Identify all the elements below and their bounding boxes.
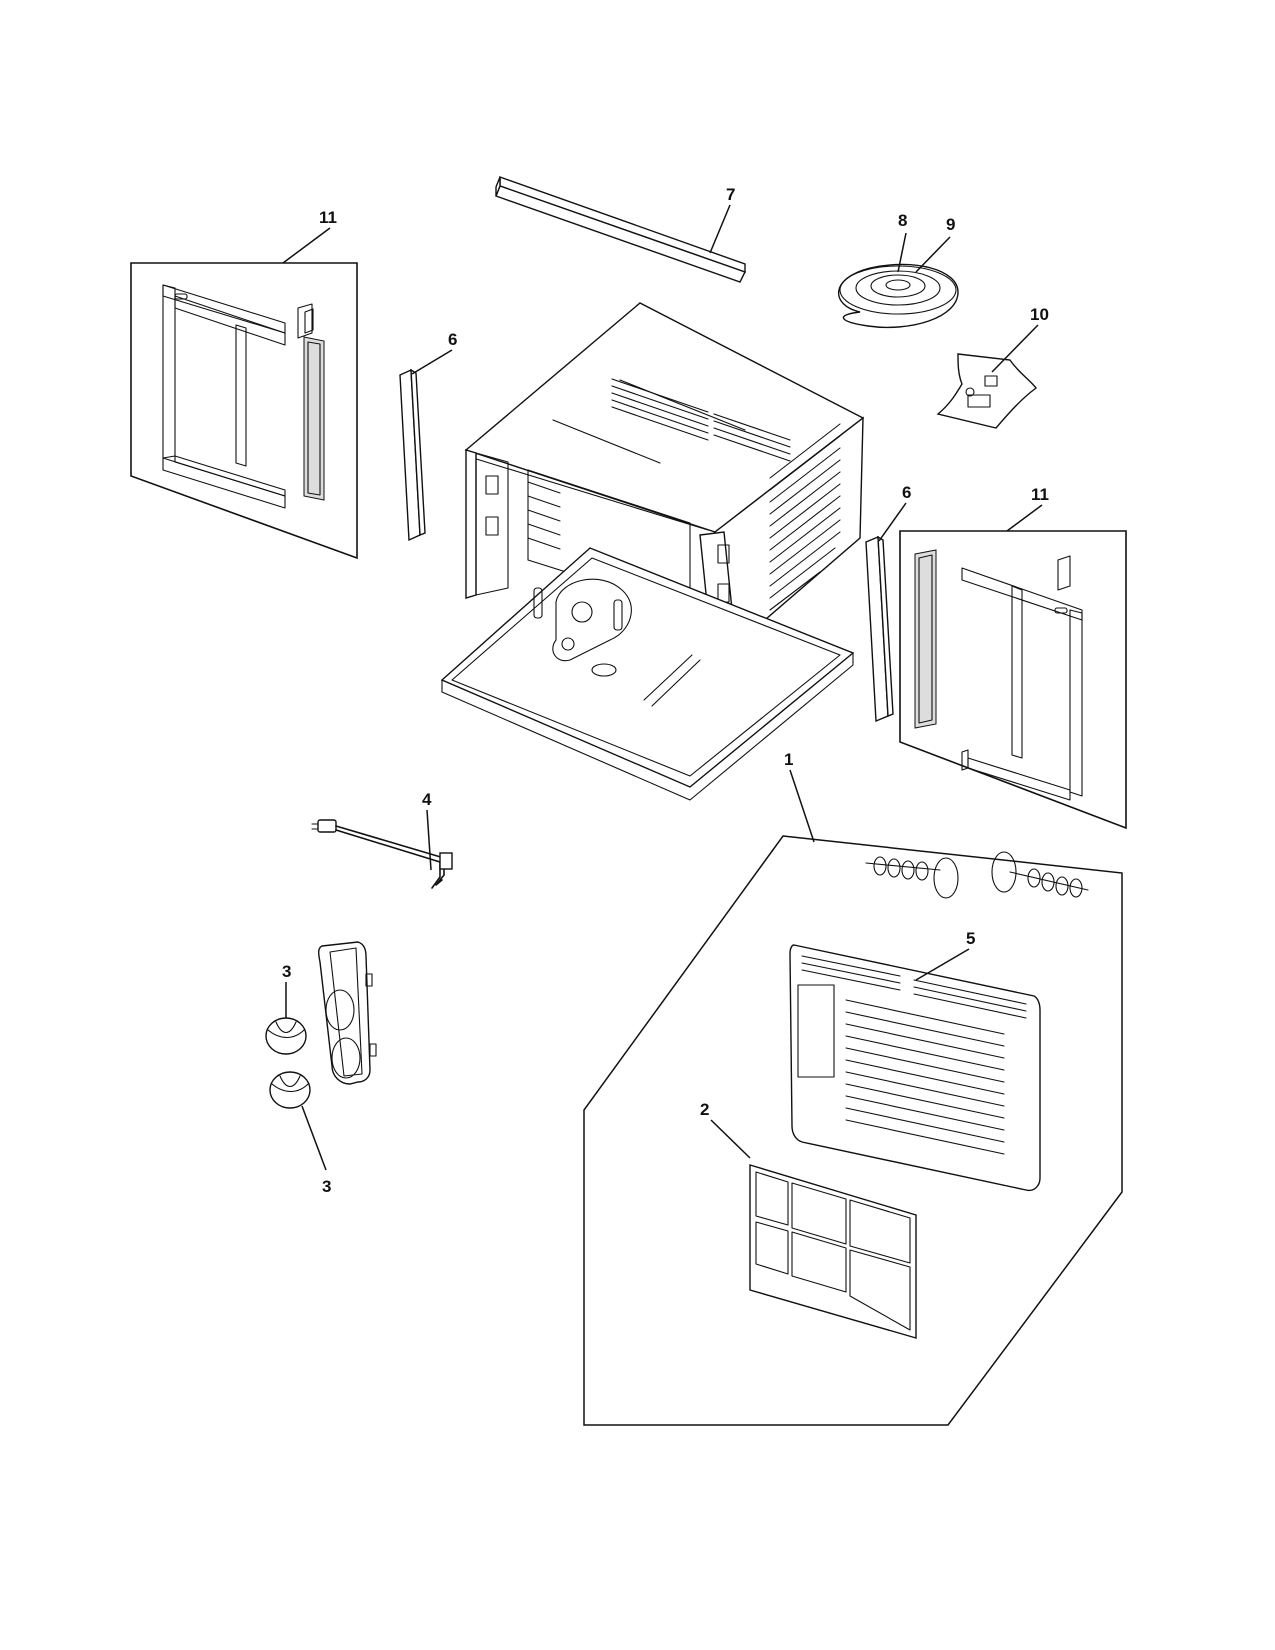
callout-labels: 11 6 7 8 9 10 6 11 1 4 5 2 3 3 [282,185,1049,1196]
part-6-right-side-strip [865,535,894,723]
callout-1: 1 [784,750,793,769]
part-11-left-window-kit [130,262,358,560]
part-6-left-side-strip [399,368,426,542]
part-10-hardware-bag [936,353,1037,429]
callout-8: 8 [898,211,907,230]
callout-3-top: 3 [282,962,291,981]
callout-5: 5 [966,929,975,948]
callout-6-right: 6 [902,483,911,502]
callout-6-left: 6 [448,330,457,349]
cabinet-housing [440,302,865,801]
part-11-right-window-kit [899,530,1127,830]
callout-7: 7 [726,185,735,204]
part-7-top-rail [495,176,746,283]
leader-lines [282,204,1043,1171]
callout-11-left: 11 [319,208,337,227]
callout-3-bottom: 3 [322,1177,331,1196]
callout-9: 9 [946,215,955,234]
callout-2: 2 [700,1100,709,1119]
callout-4: 4 [422,790,432,809]
part-4-power-cord [311,819,453,889]
callout-10: 10 [1030,305,1049,324]
part-8-9-foam-seal-roll [838,263,959,329]
part-1-front-panel-assembly [583,835,1123,1426]
callout-11-right: 11 [1031,485,1049,504]
